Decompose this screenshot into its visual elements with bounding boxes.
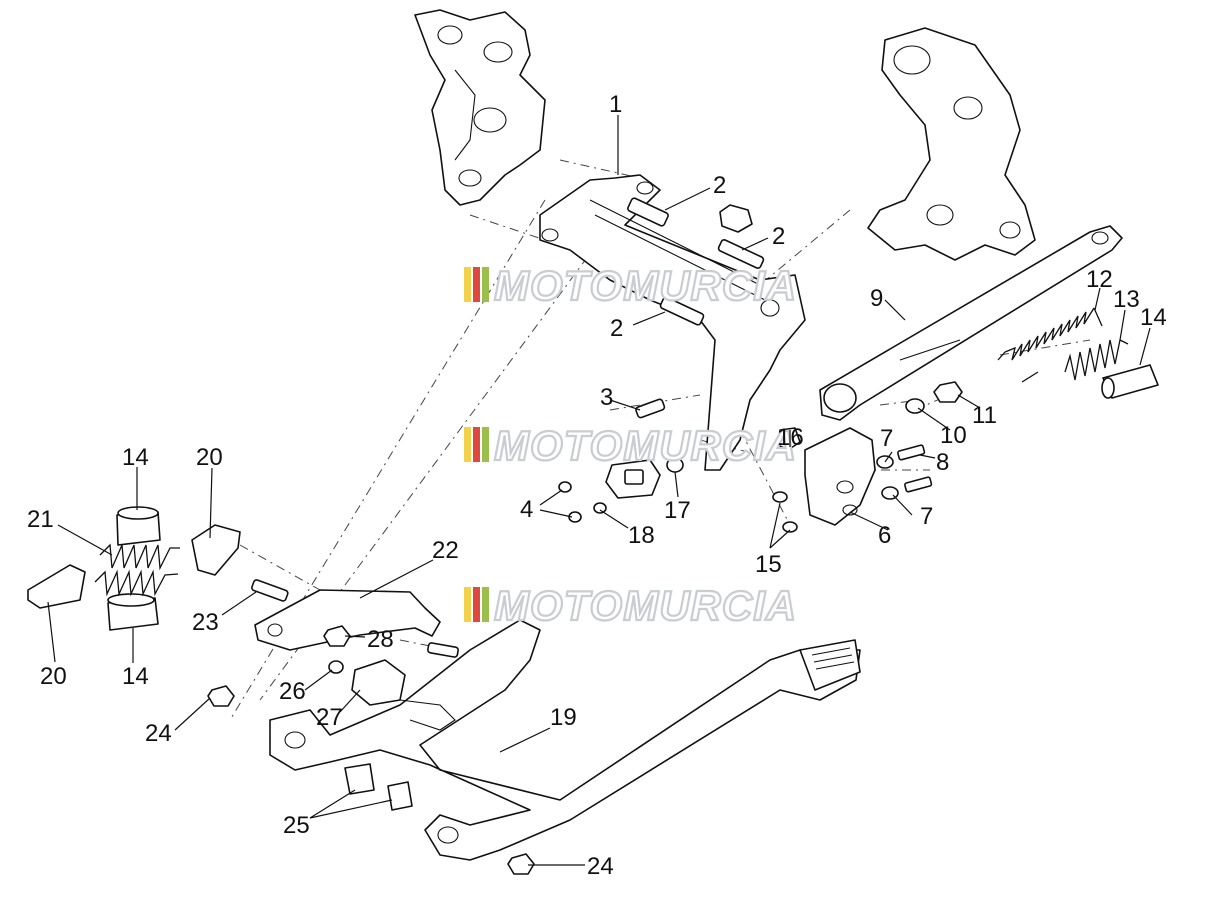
callout-17: 17 bbox=[664, 497, 691, 524]
screws bbox=[558, 481, 607, 523]
nut-left bbox=[323, 625, 351, 647]
watermark-text: MOTOMURCIA bbox=[494, 582, 797, 629]
callout-16: 16 bbox=[777, 424, 804, 451]
nut bbox=[933, 381, 963, 403]
callout-24: 24 bbox=[587, 853, 614, 880]
callout-20: 20 bbox=[40, 663, 67, 690]
pin bbox=[635, 398, 666, 419]
callout-19: 19 bbox=[550, 704, 577, 731]
callout-6: 6 bbox=[878, 522, 891, 549]
callout-3: 3 bbox=[600, 384, 613, 411]
callout-2: 2 bbox=[713, 172, 726, 199]
callout-21: 21 bbox=[27, 506, 54, 533]
callout-26: 26 bbox=[279, 678, 306, 705]
spring-plate-left bbox=[27, 564, 86, 609]
screws-right bbox=[897, 444, 933, 493]
callout-11: 11 bbox=[972, 402, 997, 429]
leader-lines bbox=[47, 115, 1151, 866]
callout-14: 14 bbox=[122, 663, 149, 690]
callout-9: 9 bbox=[870, 285, 883, 312]
stand-lever-bracket bbox=[254, 589, 441, 651]
clip bbox=[777, 427, 801, 451]
sidestand-switch bbox=[605, 459, 661, 499]
spacer-sleeve-right bbox=[1101, 364, 1159, 399]
callout-7: 7 bbox=[880, 425, 893, 452]
spacer-sleeve-upper-left bbox=[116, 506, 161, 546]
frame-bracket-left bbox=[414, 9, 546, 206]
centre-stand-springs bbox=[94, 543, 180, 597]
spacer-sleeve-lower-left bbox=[107, 593, 159, 631]
pivot-bolts bbox=[344, 763, 413, 811]
nut-upper bbox=[207, 685, 235, 707]
centre-stand bbox=[269, 619, 861, 861]
callout-15: 15 bbox=[755, 551, 782, 578]
shaft-pin bbox=[427, 642, 459, 658]
spring-long bbox=[997, 307, 1103, 361]
circlip bbox=[328, 660, 344, 674]
spring-plate-right bbox=[191, 524, 241, 576]
bolt-set bbox=[627, 197, 765, 326]
callout-13: 13 bbox=[1113, 286, 1140, 313]
callout-8: 8 bbox=[936, 449, 949, 476]
callout-2: 2 bbox=[610, 315, 623, 342]
callout-14: 14 bbox=[1140, 304, 1167, 331]
callout-labels: 1 2 2 2 3 4 6 7 7 8 9 10 11 12 13 14 14 … bbox=[27, 91, 1167, 880]
callout-28: 28 bbox=[367, 626, 394, 653]
frame-bracket-right bbox=[867, 27, 1036, 261]
callout-24: 24 bbox=[145, 720, 172, 747]
watermark-text: MOTOMURCIA bbox=[494, 262, 797, 309]
callout-27: 27 bbox=[316, 704, 343, 731]
nut-lower bbox=[507, 853, 535, 875]
side-stand bbox=[819, 225, 1123, 421]
watermark-3: MOTOMURCIA bbox=[464, 581, 797, 630]
callout-22: 22 bbox=[432, 537, 459, 564]
callout-12: 12 bbox=[1086, 266, 1113, 293]
watermark-text: MOTOMURCIA bbox=[494, 422, 797, 469]
callout-23: 23 bbox=[192, 609, 219, 636]
spring-short bbox=[1021, 339, 1129, 383]
callout-20: 20 bbox=[196, 444, 223, 471]
callout-2: 2 bbox=[772, 223, 785, 250]
bolt-left bbox=[251, 579, 289, 602]
callout-7: 7 bbox=[920, 503, 933, 530]
pivot-block bbox=[351, 659, 406, 706]
stand-bracket bbox=[539, 174, 806, 471]
callout-1: 1 bbox=[609, 91, 622, 118]
watermark-1: MOTOMURCIA bbox=[464, 261, 797, 310]
switch-plate bbox=[804, 427, 876, 526]
callout-14: 14 bbox=[122, 444, 149, 471]
callout-25: 25 bbox=[283, 812, 310, 839]
callout-18: 18 bbox=[628, 522, 655, 549]
callout-4: 4 bbox=[520, 496, 533, 523]
callout-10: 10 bbox=[940, 422, 967, 449]
watermark-2: MOTOMURCIA bbox=[464, 421, 797, 470]
